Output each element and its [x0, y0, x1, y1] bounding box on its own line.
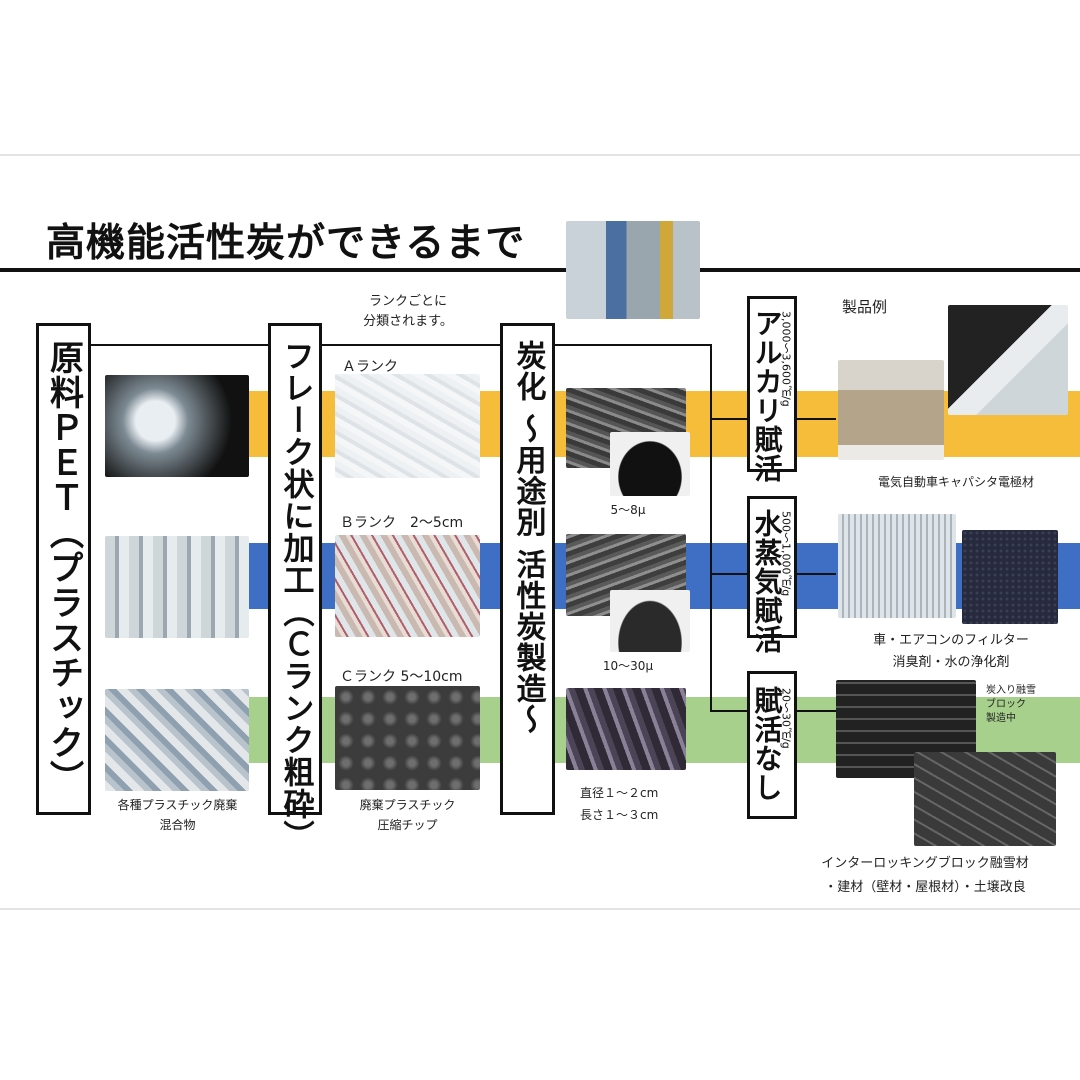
steam-spec: 500～1,000㎡/g	[779, 511, 793, 597]
bottom-divider	[0, 908, 1080, 910]
photo-rank-c-chips	[335, 686, 480, 790]
title-underline	[0, 268, 1080, 272]
photo-carbon-rods	[566, 688, 686, 770]
size-none: 直径１～２cm 長さ１～３cm	[580, 784, 658, 824]
alkali-label: アルカリ賦活	[750, 309, 784, 483]
photo-plastic-bales	[105, 536, 249, 638]
caption-raw-line-1: 各種プラスチック廃棄	[117, 798, 238, 812]
connector-products-2	[796, 573, 836, 575]
stage-raw-label: 原料ＰＥＴ（プラスチック）	[43, 340, 84, 795]
rank-c-label: Ｃランク 5～10cm	[340, 669, 463, 685]
photo-rank-a-flakes	[335, 374, 480, 478]
photo-alkali-powder	[610, 432, 690, 496]
photo-rank-b-flakes	[335, 535, 480, 637]
stage-carbon-label: 炭化 ～用途別 活性炭製造～	[510, 340, 546, 735]
block-note-line-3: 製造中	[986, 713, 1016, 724]
connector-row3	[710, 710, 748, 712]
caption-block: インターロッキングブロック融雪材 ・建材（壁材・屋根材）・土壌改良	[780, 852, 1070, 900]
products-heading: 製品例	[842, 298, 888, 316]
photo-pet-bottles	[105, 375, 249, 477]
size-steam: 10～30μ	[602, 659, 654, 673]
rank-a-label: Ａランク	[342, 359, 398, 375]
rank-note-line-1: ランクごとに	[368, 294, 447, 309]
photo-interlocking-blocks	[914, 752, 1056, 846]
alkali-spec: 3,000～3,600㎡/g	[779, 311, 793, 407]
activation-steam: 水蒸気賦活 500～1,000㎡/g	[747, 496, 797, 654]
connector-row2	[710, 573, 748, 575]
activation-none: 賦活なし 20～30㎡/g	[747, 671, 797, 819]
rank-b-label: Ｂランク 2～5cm	[340, 515, 464, 531]
caption-flake-line-2: 圧縮チップ	[377, 818, 438, 832]
caption-block-line-1: インターロッキングブロック融雪材	[821, 856, 1029, 871]
activation-alkali: アルカリ賦活 3,000～3,600㎡/g	[747, 296, 797, 483]
caption-filter: 車・エアコンのフィルター 消臭剤・水の浄化剤	[836, 630, 1066, 674]
connector-products-3	[796, 710, 836, 712]
none-spec: 20～30㎡/g	[779, 688, 793, 749]
connector-products-1	[796, 418, 836, 420]
caption-raw: 各種プラスチック廃棄 混合物	[100, 795, 255, 835]
photo-block-production	[836, 680, 976, 778]
connector-row1	[710, 418, 748, 420]
caption-filter-line-2: 消臭剤・水の浄化剤	[892, 655, 1010, 670]
caption-filter-line-1: 車・エアコンのフィルター	[873, 633, 1029, 648]
photo-capacitor-products	[838, 360, 944, 460]
photo-production-plant	[566, 221, 700, 319]
caption-capacitor: 電気自動車キャパシタ電極材	[877, 475, 1034, 489]
connector-vertical	[710, 344, 712, 712]
stage-flake: フレーク状に加工（Ｃランク粗砕）	[268, 323, 322, 852]
photo-mixed-waste	[105, 689, 249, 791]
stage-raw-pet: 原料ＰＥＴ（プラスチック）	[36, 323, 91, 815]
rank-note-line-2: 分類されます。	[363, 314, 453, 329]
photo-steam-powder	[610, 590, 690, 652]
connector-top	[90, 344, 712, 346]
page-title: 高機能活性炭ができるまで	[46, 221, 526, 266]
size-none-line-1: 直径１～２cm	[580, 786, 659, 800]
none-label: 賦活なし	[750, 686, 784, 802]
caption-raw-line-2: 混合物	[159, 818, 196, 832]
photo-filter-mat	[962, 530, 1058, 624]
steam-label: 水蒸気賦活	[750, 509, 784, 654]
photo-electrode-sheets	[948, 305, 1068, 415]
size-alkali: 5～8μ	[610, 503, 646, 517]
caption-block-note: 炭入り融雪 ブロック 製造中	[986, 684, 1036, 726]
photo-air-filter	[838, 514, 956, 618]
block-note-line-1: 炭入り融雪	[986, 685, 1036, 696]
caption-flake: 廃棄プラスチック 圧縮チップ	[330, 795, 485, 835]
top-divider	[0, 154, 1080, 156]
stage-flake-label: フレーク状に加工（Ｃランク粗砕）	[277, 340, 314, 852]
caption-block-line-2: ・建材（壁材・屋根材）・土壌改良	[824, 880, 1026, 895]
stage-carbonization: 炭化 ～用途別 活性炭製造～	[500, 323, 555, 815]
rank-note: ランクごとに 分類されます。	[338, 292, 478, 332]
caption-flake-line-1: 廃棄プラスチック	[359, 798, 456, 812]
size-none-line-2: 長さ１～３cm	[580, 808, 659, 822]
block-note-line-2: ブロック	[986, 699, 1026, 710]
